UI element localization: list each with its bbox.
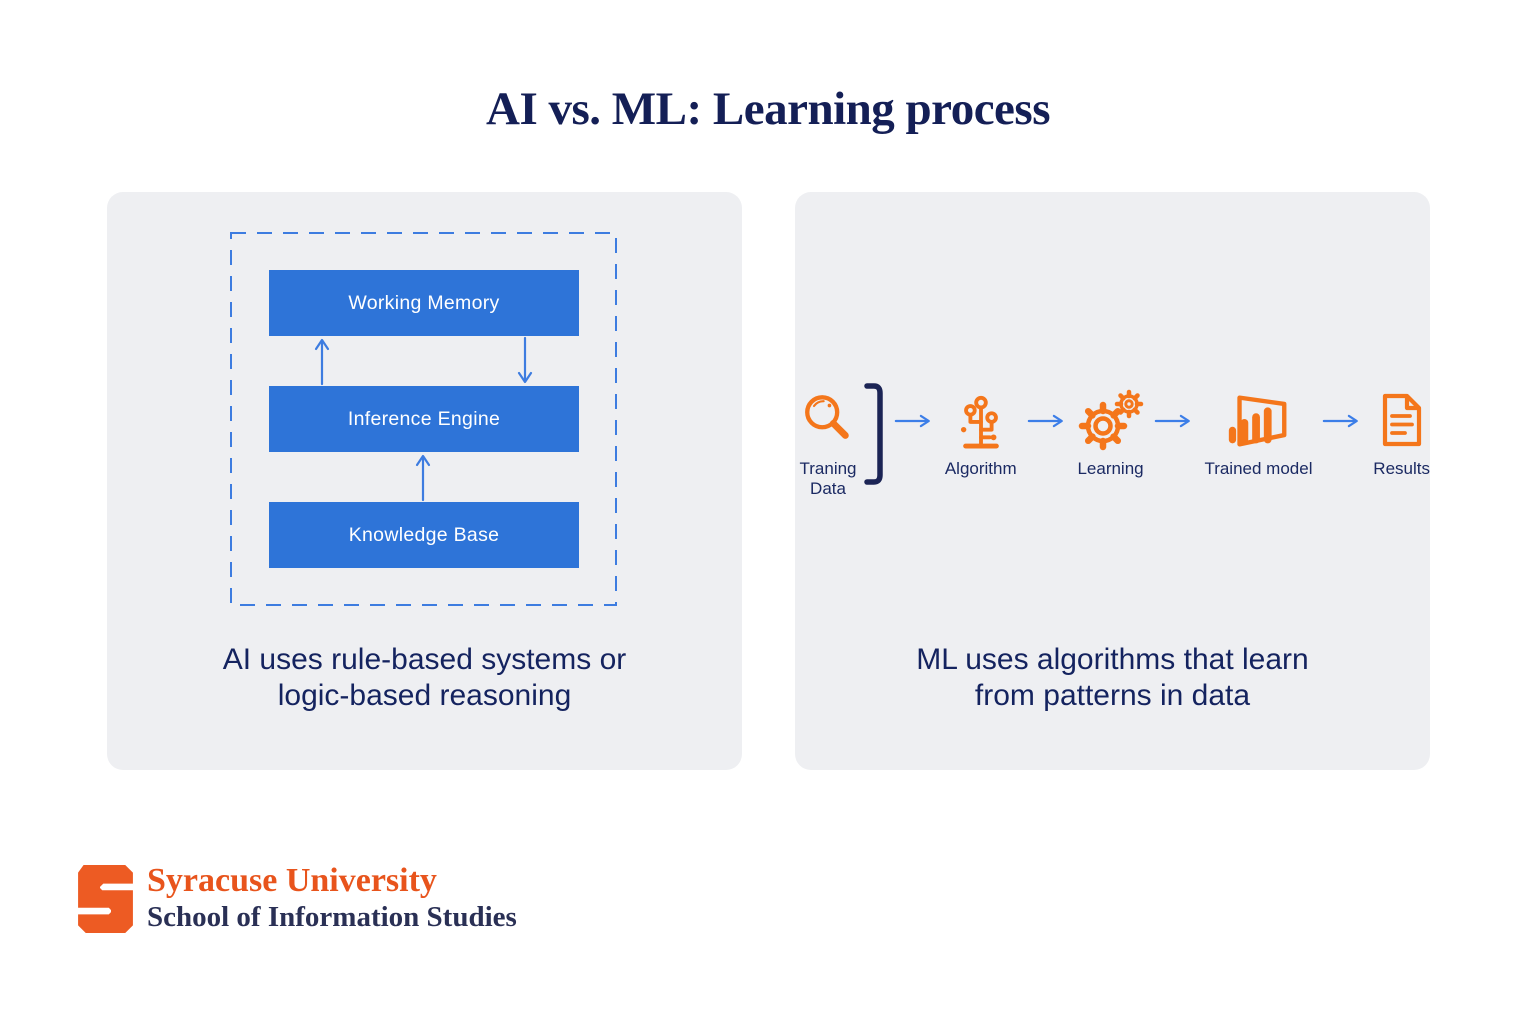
magnifier-icon [805,395,849,439]
ml-caption: ML uses algorithms that learn from patte… [795,642,1430,714]
ai-caption-line1: AI uses rule-based systems or [222,643,627,676]
flow-step-label: Trained model [1204,459,1313,478]
gears-icon [1078,389,1143,451]
flow-step-label: Algorithm [944,459,1017,478]
dashed-border [230,232,617,606]
flow-arrow-icon [1323,414,1359,428]
ml-flow: Traning Data [795,383,1430,500]
footer-logo-lockup: Syracuse University School of Informatio… [78,862,517,934]
page-title: AI vs. ML: Learning process [486,83,1051,135]
ai-diagram-lines [230,232,617,606]
flow-step-algorithm: Algorithm [945,386,1017,479]
working-memory-label: Working Memory [348,291,500,314]
bracket-icon [864,383,883,485]
flow-step-label: Learning [1077,459,1144,478]
flow-step-training-data: Traning Data [795,383,884,500]
flow-step-trained-model: Trained model [1204,386,1312,479]
knowledge-base-label: Knowledge Base [348,523,500,546]
ai-caption: AI uses rule-based systems or logic-base… [107,642,742,714]
footer-text: Syracuse University School of Informatio… [147,862,517,934]
ml-caption-line1: ML uses algorithms that learn [916,643,1309,676]
arrow-up-icon [415,454,431,502]
inference-engine-label: Inference Engine [347,407,501,430]
inference-engine-box: Inference Engine [269,386,579,452]
ai-caption-line2: logic-based reasoning [277,679,572,712]
flow-step-label: Results [1373,459,1430,478]
working-memory-box: Working Memory [269,270,579,336]
arrow-down-icon [517,336,533,384]
document-icon [1382,393,1421,447]
ai-panel: Working Memory Inference Engine Knowledg… [107,192,742,770]
flow-step-results: Results [1373,386,1430,479]
circuit-tree-icon [960,395,999,449]
arrow-up-icon [314,338,330,386]
bar-chart-frame-icon [1229,395,1287,447]
university-name: Syracuse University [147,862,437,899]
ml-caption-line2: from patterns in data [974,679,1251,712]
flow-arrow-icon [1154,414,1190,428]
flow-step-label: Traning Data [799,459,857,499]
flow-arrow-icon [894,414,930,428]
flow-step-learning: Learning [1077,386,1144,479]
school-name: School of Information Studies [147,901,517,933]
flow-arrow-icon [1027,414,1063,428]
ml-panel: Traning Data [795,192,1430,770]
knowledge-base-box: Knowledge Base [269,502,579,568]
syracuse-s-logo-icon [78,865,133,933]
